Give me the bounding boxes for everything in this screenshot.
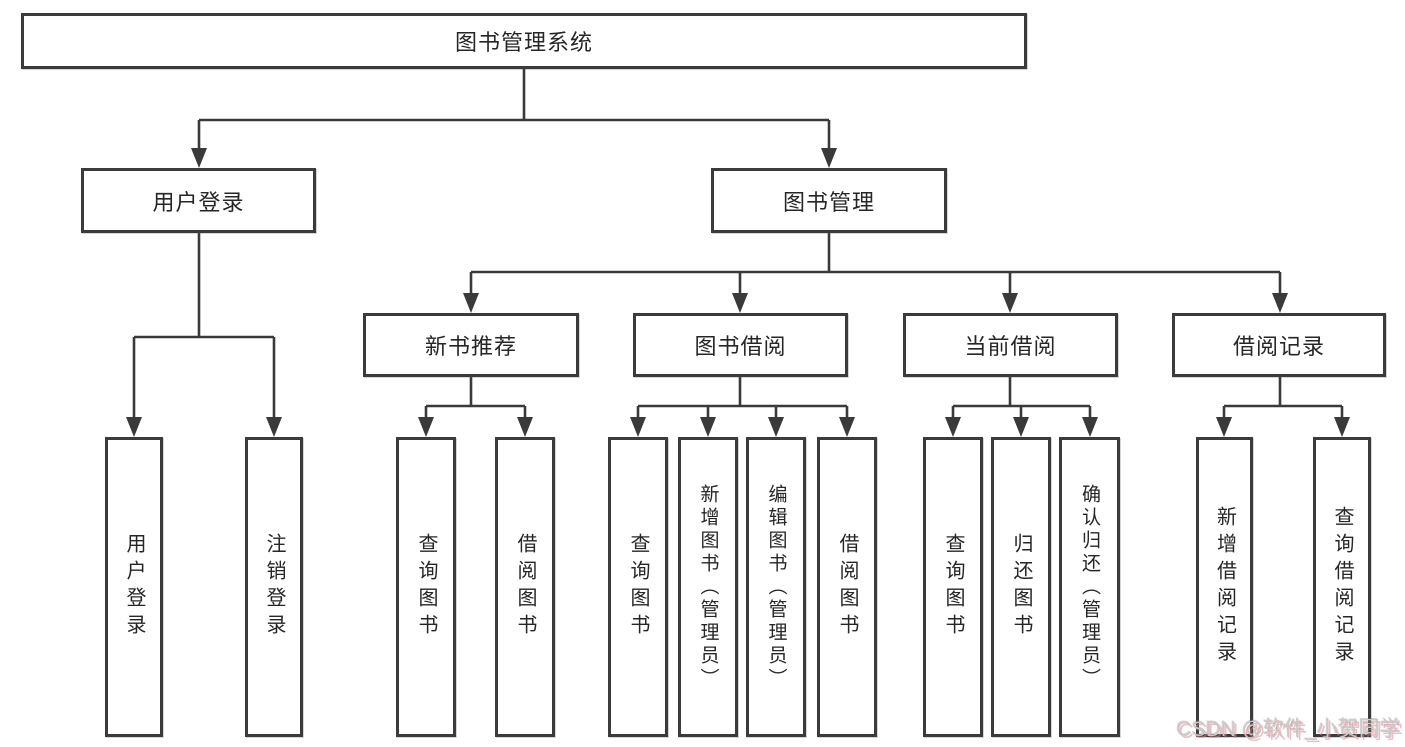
leaf-label: 借阅图书 xyxy=(514,533,536,641)
arrowhead-icon xyxy=(1216,417,1232,437)
leaf-label: 查询图书 xyxy=(942,533,964,641)
node-leaf-query-borrow-record: 查询借阅记录 xyxy=(1313,437,1371,737)
node-leaf-borrow-books-recommend: 借阅图书 xyxy=(495,437,555,737)
arrowhead-icon xyxy=(1013,417,1029,437)
arrowhead-icon xyxy=(1334,417,1350,437)
arrowhead-icon xyxy=(266,417,282,437)
node-leaf-query-books-borrowing: 查询图书 xyxy=(608,437,668,737)
node-leaf-logout-login: 注销登录 xyxy=(245,437,303,737)
node-leaf-query-books-recommend: 查询图书 xyxy=(396,437,456,737)
node-root-library-system: 图书管理系统 xyxy=(21,13,1027,69)
node-leaf-user-login: 用户登录 xyxy=(105,437,163,737)
csdn-watermark: CSDN @软件_小贺同学 xyxy=(1176,718,1401,741)
node-leaf-edit-books-admin: 编辑图书（管理员） xyxy=(746,437,806,737)
arrowhead-icon xyxy=(463,293,479,313)
node-leaf-add-books-admin: 新增图书（管理员） xyxy=(678,437,738,737)
arrowhead-icon xyxy=(732,293,748,313)
leaf-label: 用户登录 xyxy=(123,533,145,641)
node-leaf-borrow-books: 借阅图书 xyxy=(817,437,877,737)
leaf-label: 查询借阅记录 xyxy=(1331,506,1353,668)
node-new-book-recommend: 新书推荐 xyxy=(363,313,579,377)
arrowhead-icon xyxy=(945,417,961,437)
node-borrowing-records: 借阅记录 xyxy=(1172,313,1386,377)
node-user-login: 用户登录 xyxy=(81,168,316,233)
leaf-label: 新增图书（管理员） xyxy=(697,483,719,691)
arrowhead-icon xyxy=(839,417,855,437)
arrowheads xyxy=(126,148,1350,437)
node-book-management: 图书管理 xyxy=(711,168,947,233)
node-leaf-confirm-return-admin: 确认归还（管理员） xyxy=(1059,437,1120,737)
arrowhead-icon xyxy=(821,148,837,168)
arrowhead-icon xyxy=(1002,293,1018,313)
node-leaf-query-books-current: 查询图书 xyxy=(923,437,983,737)
leaf-label: 注销登录 xyxy=(263,533,285,641)
leaf-label: 编辑图书（管理员） xyxy=(765,483,787,691)
leaf-label: 借阅图书 xyxy=(836,533,858,641)
node-leaf-add-borrow-record: 新增借阅记录 xyxy=(1196,437,1253,737)
leaf-label: 新增借阅记录 xyxy=(1213,506,1236,668)
node-current-borrowing: 当前借阅 xyxy=(903,313,1118,377)
leaf-label: 确认归还（管理员） xyxy=(1079,483,1100,691)
arrowhead-icon xyxy=(700,417,716,437)
arrowhead-icon xyxy=(1082,417,1098,437)
arrowhead-icon xyxy=(768,417,784,437)
arrowhead-icon xyxy=(1272,293,1288,313)
leaf-label: 查询图书 xyxy=(415,533,437,641)
leaf-label: 查询图书 xyxy=(627,533,649,641)
arrowhead-icon xyxy=(191,148,207,168)
node-book-borrowing: 图书借阅 xyxy=(633,313,848,377)
node-leaf-return-books: 归还图书 xyxy=(991,437,1051,737)
arrowhead-icon xyxy=(418,417,434,437)
leaf-label: 归还图书 xyxy=(1010,533,1032,641)
arrowhead-icon xyxy=(126,417,142,437)
arrowhead-icon xyxy=(517,417,533,437)
arrowhead-icon xyxy=(630,417,646,437)
tree-edges xyxy=(132,69,1344,423)
